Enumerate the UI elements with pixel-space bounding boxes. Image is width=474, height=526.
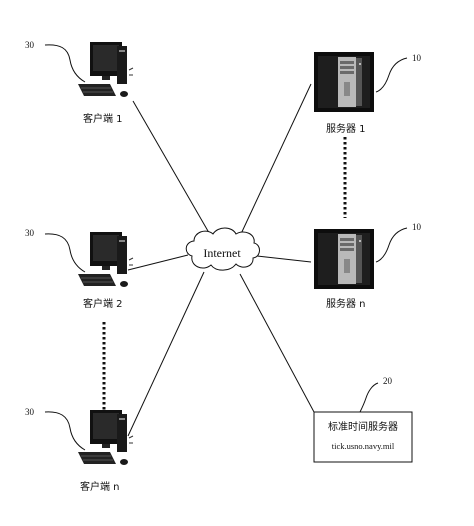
server-n-label: 服务器 n (326, 297, 366, 310)
client-1-label: 客户端 1 (83, 112, 123, 125)
client-2: 30 客户端 2 (25, 228, 134, 310)
server-n: 10 服务器 n (314, 222, 422, 310)
client-2-label: 客户端 2 (83, 297, 123, 310)
ref-leader-client-n (44, 411, 86, 451)
ref-number-client-n: 30 (25, 407, 35, 417)
link-client-1 (132, 100, 213, 239)
ellipsis-connectors (102, 137, 347, 410)
server-1: 10 服务器 1 (314, 52, 422, 135)
time-server-title: 标准时间服务器 (328, 420, 398, 433)
client-n-label: 客户端 n (80, 480, 120, 493)
link-client-n (127, 271, 205, 437)
computer-icon (77, 41, 134, 98)
client-n: 30 客户端 n (25, 407, 134, 493)
link-client-2 (127, 254, 189, 271)
ref-leader-time-server (359, 382, 379, 413)
time-server: 标准时间服务器 tick.usno.navy.mil 20 (313, 376, 413, 463)
connection-lines (127, 83, 315, 437)
ref-leader-client-2 (44, 233, 86, 273)
time-server-box (313, 411, 413, 463)
server-icon (314, 229, 374, 289)
ref-number-server-1: 10 (412, 53, 422, 63)
link-server-n (256, 255, 312, 263)
client-1: 30 客户端 1 (25, 40, 134, 125)
server-1-label: 服务器 1 (326, 122, 366, 135)
ref-leader-server-1 (375, 57, 408, 93)
internet-label: Internet (203, 246, 241, 260)
ref-number-time-server: 20 (383, 376, 393, 386)
ref-number-client-2: 30 (25, 228, 35, 238)
internet-cloud: Internet (185, 227, 260, 271)
link-time-server (239, 273, 315, 413)
ref-leader-client-1 (44, 44, 86, 83)
ref-leader-server-n (375, 227, 408, 263)
computer-icon (77, 409, 134, 466)
link-server-1 (239, 83, 312, 237)
ref-number-client-1: 30 (25, 40, 35, 50)
server-icon (314, 52, 374, 112)
computer-icon (77, 231, 134, 288)
ref-number-server-n: 10 (412, 222, 422, 232)
time-server-host: tick.usno.navy.mil (332, 441, 395, 451)
